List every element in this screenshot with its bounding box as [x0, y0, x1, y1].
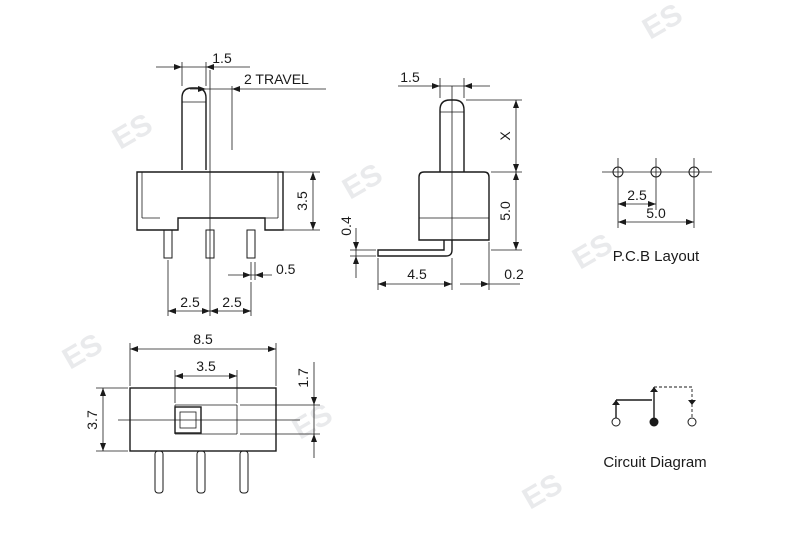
watermark: ES	[107, 107, 158, 156]
dim-bottom-length: 8.5	[193, 331, 213, 347]
arrowhead	[432, 83, 440, 89]
arrowhead	[210, 308, 218, 314]
front-pin-left	[163, 229, 173, 259]
dim-travel: 2 TRAVEL	[244, 71, 309, 87]
side-view: 1.5 X 5.0 0.4 4.5 0.2	[338, 69, 524, 290]
arrowhead	[618, 201, 626, 207]
arrowhead	[688, 400, 696, 405]
arrowhead	[100, 388, 106, 396]
arrowhead	[175, 373, 183, 379]
arrowhead	[650, 387, 658, 392]
dim-pin-thickness: 0.5	[276, 261, 296, 277]
arrowhead	[100, 443, 106, 451]
front-pin-right	[246, 229, 256, 259]
front-view: 1.5 2 TRAVEL 3.5 0.5 2.5 2.5	[136, 50, 326, 316]
circuit-terminal-right	[687, 417, 697, 427]
front-actuator	[181, 87, 207, 170]
arrowhead	[255, 272, 263, 278]
arrowhead	[686, 219, 694, 225]
arrowhead	[513, 100, 519, 108]
arrowhead	[311, 397, 317, 405]
dim-pcb-span: 5.0	[646, 205, 666, 221]
arrowhead	[311, 434, 317, 442]
arrowhead	[130, 346, 138, 352]
watermark: ES	[57, 327, 108, 376]
dim-side-height: 5.0	[497, 201, 513, 221]
dim-side-x: X	[497, 131, 513, 141]
circuit-terminal-left	[611, 417, 621, 427]
arrowhead	[310, 172, 316, 180]
arrowhead	[648, 201, 656, 207]
arrowhead	[444, 281, 452, 287]
circuit-alt-contact	[654, 386, 693, 418]
watermark-layer: ES ES ES ES ES ES ES	[57, 0, 688, 516]
dim-side-offset: 0.4	[338, 216, 354, 236]
dim-bottom-slot: 3.5	[196, 358, 216, 374]
side-body	[418, 171, 490, 241]
bottom-body	[129, 387, 277, 452]
side-foot	[377, 240, 453, 257]
dim-bottom-actuator: 1.7	[295, 368, 311, 388]
front-pin-center	[205, 229, 215, 259]
arrowhead	[310, 222, 316, 230]
arrowhead	[206, 64, 214, 70]
dim-pin-pitch-right: 2.5	[222, 294, 242, 310]
arrowhead	[612, 400, 620, 405]
dim-body-height: 3.5	[294, 191, 310, 211]
dim-side-foot-thickness: 0.2	[504, 266, 524, 282]
arrowhead	[618, 219, 626, 225]
dim-pin-pitch-left: 2.5	[180, 294, 200, 310]
arrowhead	[174, 64, 182, 70]
arrowhead	[464, 83, 472, 89]
arrowhead	[202, 308, 210, 314]
dim-top-pitch: 1.5	[212, 50, 232, 66]
watermark: ES	[337, 157, 388, 206]
bottom-pin-left	[154, 450, 164, 494]
arrowhead	[268, 346, 276, 352]
circuit-diagram-label: Circuit Diagram	[603, 454, 706, 471]
arrowhead	[229, 373, 237, 379]
bottom-pin-right	[239, 450, 249, 494]
arrowhead	[378, 281, 386, 287]
arrowhead	[168, 308, 176, 314]
watermark: ES	[567, 227, 618, 276]
dim-side-foot: 4.5	[407, 266, 427, 282]
circuit-terminal-common	[649, 417, 659, 427]
dim-pcb-pitch: 2.5	[627, 187, 647, 203]
watermark: ES	[517, 467, 568, 516]
circuit-diagram: Circuit Diagram	[603, 386, 707, 471]
watermark: ES	[637, 0, 688, 46]
arrowhead	[232, 86, 240, 92]
arrowhead	[198, 86, 206, 92]
bottom-view: 8.5 3.5 3.7 1.7	[84, 331, 320, 494]
pcb-layout-label: P.C.B Layout	[613, 248, 700, 265]
arrowhead	[243, 308, 251, 314]
arrowhead	[481, 281, 489, 287]
arrowhead	[513, 172, 519, 180]
dim-bottom-height: 3.7	[84, 410, 100, 430]
arrowhead	[353, 256, 359, 264]
dim-side-pitch: 1.5	[400, 69, 420, 85]
arrowhead	[243, 272, 251, 278]
arrowhead	[513, 164, 519, 172]
pcb-layout: 2.5 5.0 P.C.B Layout	[602, 158, 712, 265]
bottom-pin-center	[196, 450, 206, 494]
arrowhead	[353, 242, 359, 250]
arrowhead	[513, 242, 519, 250]
